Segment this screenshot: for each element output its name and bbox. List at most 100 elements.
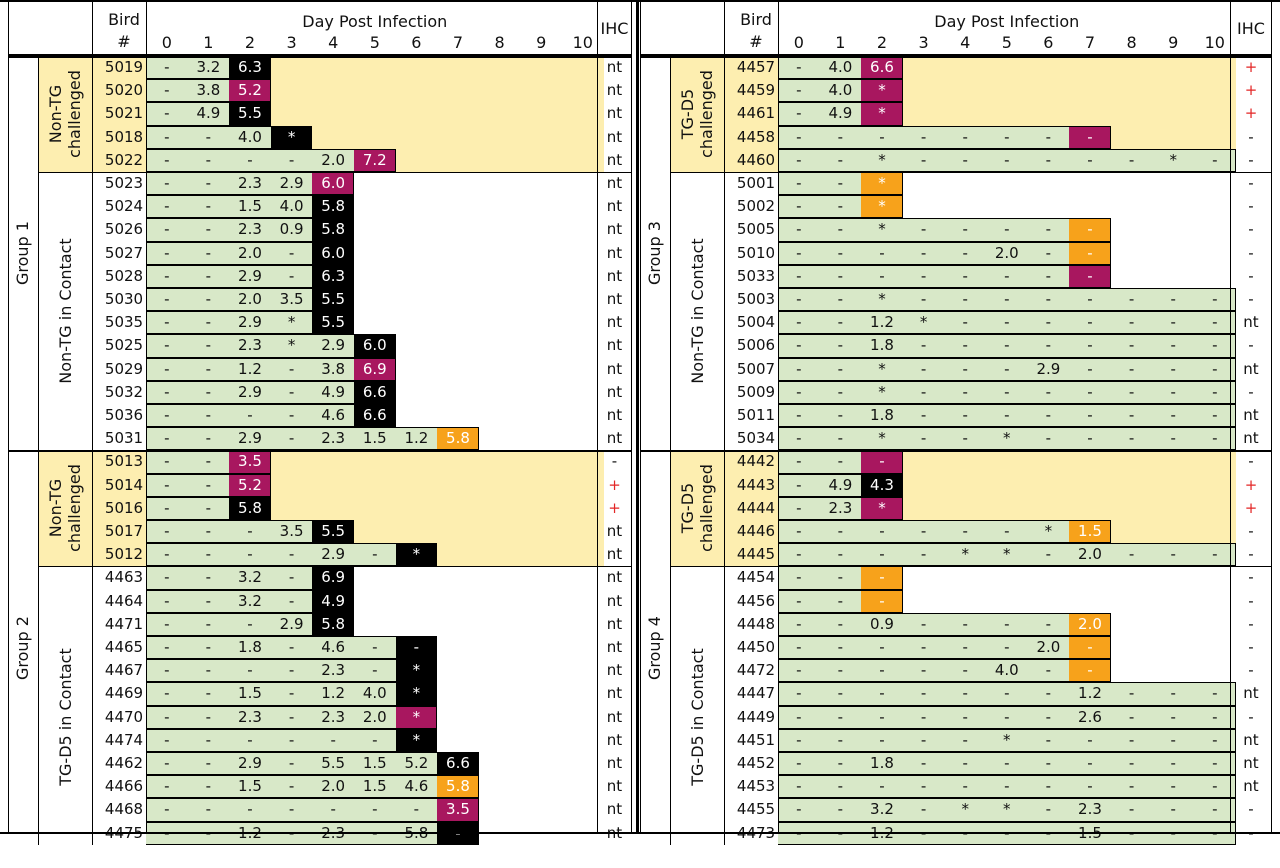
row-border — [778, 78, 903, 80]
row-border — [146, 798, 479, 800]
day-value: - — [879, 591, 885, 610]
bird-id: 4467 — [104, 661, 144, 680]
ihc-value: nt — [606, 429, 623, 448]
row-border — [146, 775, 479, 777]
row-border — [778, 566, 903, 568]
day-value: * — [1003, 800, 1011, 819]
day-column-header: 4 — [328, 33, 339, 52]
day-value: * — [878, 359, 886, 378]
day-value: - — [1212, 150, 1218, 169]
endpoint-cell — [229, 102, 271, 126]
row-border — [901, 450, 903, 474]
bird-id: 4446 — [736, 522, 776, 541]
day-value: - — [372, 545, 378, 564]
bird-cell-shade — [724, 473, 788, 497]
day-value: 2.3 — [321, 429, 346, 448]
row-border — [778, 612, 1111, 614]
row-border — [778, 705, 1236, 707]
row-band — [146, 195, 313, 219]
row-border — [146, 566, 354, 568]
bird-id: 4449 — [736, 707, 776, 726]
day-value: 6.0 — [362, 336, 387, 355]
day-value: - — [837, 638, 844, 657]
outer-border — [640, 0, 641, 834]
day-value: 1.5 — [238, 777, 262, 796]
day-value: - — [205, 429, 212, 448]
day-value: 4.9 — [321, 382, 346, 401]
day-value: 3.2 — [238, 568, 262, 587]
day-value: 2.9 — [321, 336, 346, 355]
day-value: * — [919, 313, 928, 332]
ihc-value: nt — [606, 545, 623, 564]
ihc-value: - — [1248, 638, 1254, 657]
day-value: * — [878, 290, 886, 309]
row-border — [1109, 125, 1111, 149]
day-value: - — [164, 777, 170, 796]
day-value: - — [920, 754, 927, 773]
endpoint-cell — [354, 148, 396, 172]
row-border — [778, 311, 1236, 313]
row-border — [436, 705, 438, 729]
row-border — [269, 79, 271, 103]
row-band — [146, 636, 396, 660]
row-band — [146, 659, 396, 683]
ihc-value: nt — [606, 707, 623, 726]
day-value: - — [164, 568, 170, 587]
day-value: - — [962, 707, 968, 726]
row-border — [778, 380, 1236, 382]
day-value: - — [288, 730, 295, 749]
day-value: - — [837, 545, 844, 564]
ihc-value: - — [1248, 382, 1254, 401]
row-border — [1234, 728, 1236, 752]
endpoint-cell — [861, 589, 903, 613]
day-value: - — [796, 707, 802, 726]
day-value: - — [288, 754, 295, 773]
day-value: 5.5 — [238, 104, 262, 123]
row-border — [778, 682, 1236, 684]
day-value: - — [920, 684, 927, 703]
day-value: 5.8 — [321, 614, 346, 633]
day-value: 3.5 — [279, 522, 304, 541]
endpoint-cell — [395, 728, 438, 752]
bird-cell-shade — [724, 56, 788, 80]
row-border — [269, 473, 271, 497]
bird-id: 5022 — [104, 150, 144, 169]
row-border — [778, 171, 1236, 172]
day-value: - — [1170, 730, 1176, 749]
day-value: 3.5 — [279, 290, 304, 309]
endpoint-cell — [437, 427, 479, 451]
day-value: - — [837, 150, 844, 169]
ihc-value: nt — [606, 266, 623, 285]
day-value: - — [962, 638, 968, 657]
day-value: 4.9 — [196, 104, 221, 123]
ihc-value: + — [1244, 498, 1258, 517]
day-value: - — [796, 336, 802, 355]
day-post-infection-header: Day Post Infection — [934, 12, 1080, 31]
day-value: - — [205, 452, 212, 471]
day-value: - — [288, 359, 295, 378]
day-value: - — [962, 266, 968, 285]
day-value: - — [962, 661, 968, 680]
ihc-column-border — [1230, 0, 1231, 834]
day-value: - — [962, 522, 968, 541]
bird-id: 5034 — [736, 429, 776, 448]
bird-cell-shade — [92, 56, 156, 80]
day-value: - — [879, 661, 885, 680]
row-border — [146, 148, 396, 150]
day-value: - — [164, 684, 170, 703]
day-value: * — [878, 150, 886, 169]
row-border — [146, 473, 271, 475]
day-value: - — [205, 730, 212, 749]
row-border — [146, 311, 354, 313]
row-border — [778, 821, 1236, 823]
day-column-header: 3 — [286, 33, 297, 52]
row-band — [778, 102, 862, 126]
row-border — [1109, 612, 1111, 636]
day-value: 1.8 — [238, 638, 262, 657]
day-value: - — [837, 382, 844, 401]
row-border — [1234, 705, 1236, 729]
row-border — [146, 704, 438, 706]
day-value: * — [878, 197, 886, 216]
day-value: 2.9 — [279, 174, 304, 193]
day-value: 2.0 — [1078, 614, 1102, 633]
